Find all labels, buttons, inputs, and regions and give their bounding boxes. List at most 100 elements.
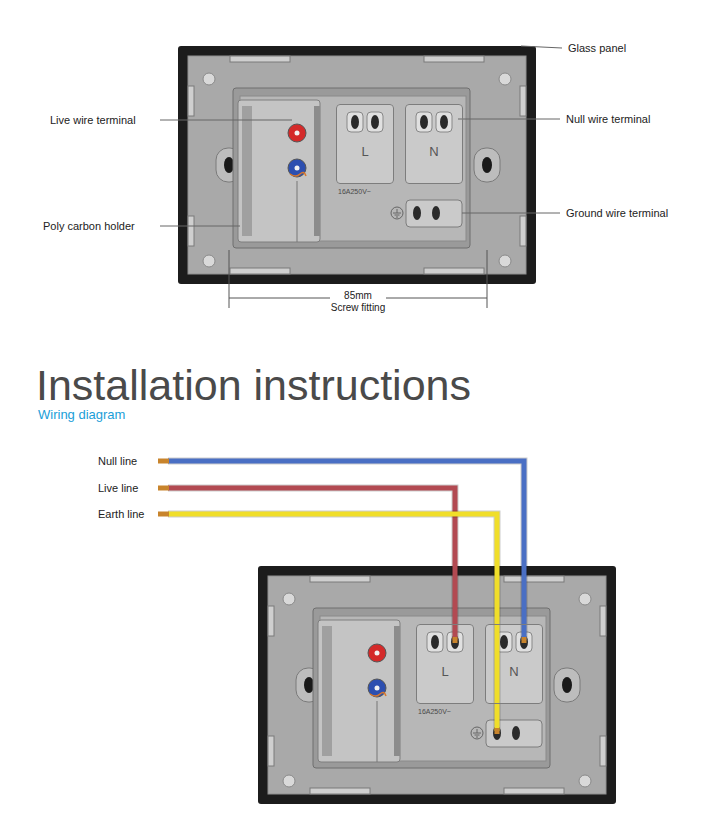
leader-line	[160, 120, 292, 121]
dimension: 85mm	[344, 290, 372, 302]
ground-terminal	[406, 200, 462, 227]
terminal-hole	[500, 635, 508, 649]
wire-outline	[168, 514, 497, 731]
terminal-block: L	[416, 624, 474, 704]
corner-dot	[499, 255, 511, 267]
holder-rib	[242, 106, 252, 236]
wire-name: Earth line	[98, 508, 144, 521]
copper-tip	[158, 512, 169, 517]
terminal-hole	[371, 115, 379, 129]
screw-seat	[427, 632, 443, 652]
copper-tip	[495, 728, 500, 734]
terminal-hole	[432, 206, 440, 220]
terminal-block	[416, 624, 474, 704]
leader-line	[521, 46, 562, 48]
copper-tip	[522, 637, 527, 643]
wire-outline	[168, 461, 524, 640]
terminal-letter: L	[361, 145, 368, 158]
corner-dot	[579, 775, 591, 787]
clip	[188, 86, 194, 116]
terminal-hole	[512, 726, 520, 740]
terminal-hole	[351, 115, 359, 129]
ground-symbol	[471, 727, 483, 739]
clip	[310, 788, 370, 794]
screw-seat	[416, 112, 432, 132]
clip	[188, 216, 194, 246]
leader-line	[462, 213, 560, 214]
clip	[268, 736, 274, 766]
holder-rib	[394, 626, 400, 756]
rating: 16A250V~	[418, 708, 451, 716]
dimension-line	[229, 250, 230, 308]
clip	[600, 606, 606, 636]
terminal-hole	[413, 206, 421, 220]
live-terminal	[288, 124, 306, 142]
copper-tip	[158, 486, 169, 491]
terminal-block: N	[405, 104, 463, 184]
poly-carbon-holder	[318, 620, 400, 762]
corner-dot	[283, 593, 295, 605]
corner-dot	[283, 775, 295, 787]
clip	[520, 216, 526, 246]
terminal-hole	[295, 131, 300, 136]
terminal-hole	[375, 651, 380, 656]
wire-name: Live line	[98, 482, 138, 495]
leader-line	[458, 119, 560, 120]
clip	[424, 56, 484, 62]
wire-curl	[290, 172, 306, 176]
screw-hole	[562, 677, 572, 693]
module	[313, 608, 550, 768]
ground-symbol	[391, 207, 403, 219]
ground-symbol	[473, 729, 481, 737]
terminal-hole	[420, 115, 428, 129]
clip	[504, 576, 564, 582]
terminal-hole	[440, 115, 448, 129]
holder-seam	[377, 701, 378, 762]
holder-seam	[297, 181, 298, 242]
title: Installation instructions	[36, 361, 471, 410]
terminal-letter: N	[429, 145, 438, 158]
terminal-letter: N	[509, 665, 518, 678]
holder-rib	[322, 626, 332, 756]
null-terminal	[288, 159, 306, 177]
wire	[168, 514, 497, 731]
wire-curl	[370, 692, 386, 696]
terminal-block: N	[485, 624, 543, 704]
part-name: Null wire terminal	[566, 113, 650, 126]
screw-ear	[474, 148, 500, 182]
screw-ear	[554, 668, 580, 702]
dimension-line	[386, 298, 487, 299]
corner-dot	[203, 255, 215, 267]
corner-dot	[579, 593, 591, 605]
back-plate	[188, 56, 526, 274]
part-name: Live wire terminal	[50, 114, 136, 127]
part-name: Glass panel	[568, 42, 626, 55]
terminal-hole	[375, 686, 380, 691]
dimension-line	[487, 250, 488, 308]
wire	[168, 461, 524, 640]
dimension-note: Screw fitting	[331, 302, 385, 314]
terminal-letter: L	[441, 665, 448, 678]
module	[233, 88, 470, 248]
leader-line	[160, 226, 240, 227]
corner-dot	[499, 73, 511, 85]
screw-seat	[367, 112, 383, 132]
screw-seat	[347, 112, 363, 132]
ground-symbol	[393, 209, 401, 217]
dimension-line	[229, 298, 330, 299]
back-plate	[268, 576, 606, 794]
holder-rib	[314, 106, 320, 236]
clip	[230, 56, 290, 62]
screw-hole	[482, 157, 492, 173]
terminal-block: L	[336, 104, 394, 184]
part-name: Poly carbon holder	[43, 220, 135, 233]
part-name: Ground wire terminal	[566, 207, 668, 220]
glass-panel	[258, 566, 616, 804]
copper-tip	[158, 459, 169, 464]
clip	[504, 788, 564, 794]
copper-tip	[453, 637, 458, 643]
subtitle: Wiring diagram	[38, 408, 125, 423]
clip	[268, 606, 274, 636]
clip	[424, 268, 484, 274]
